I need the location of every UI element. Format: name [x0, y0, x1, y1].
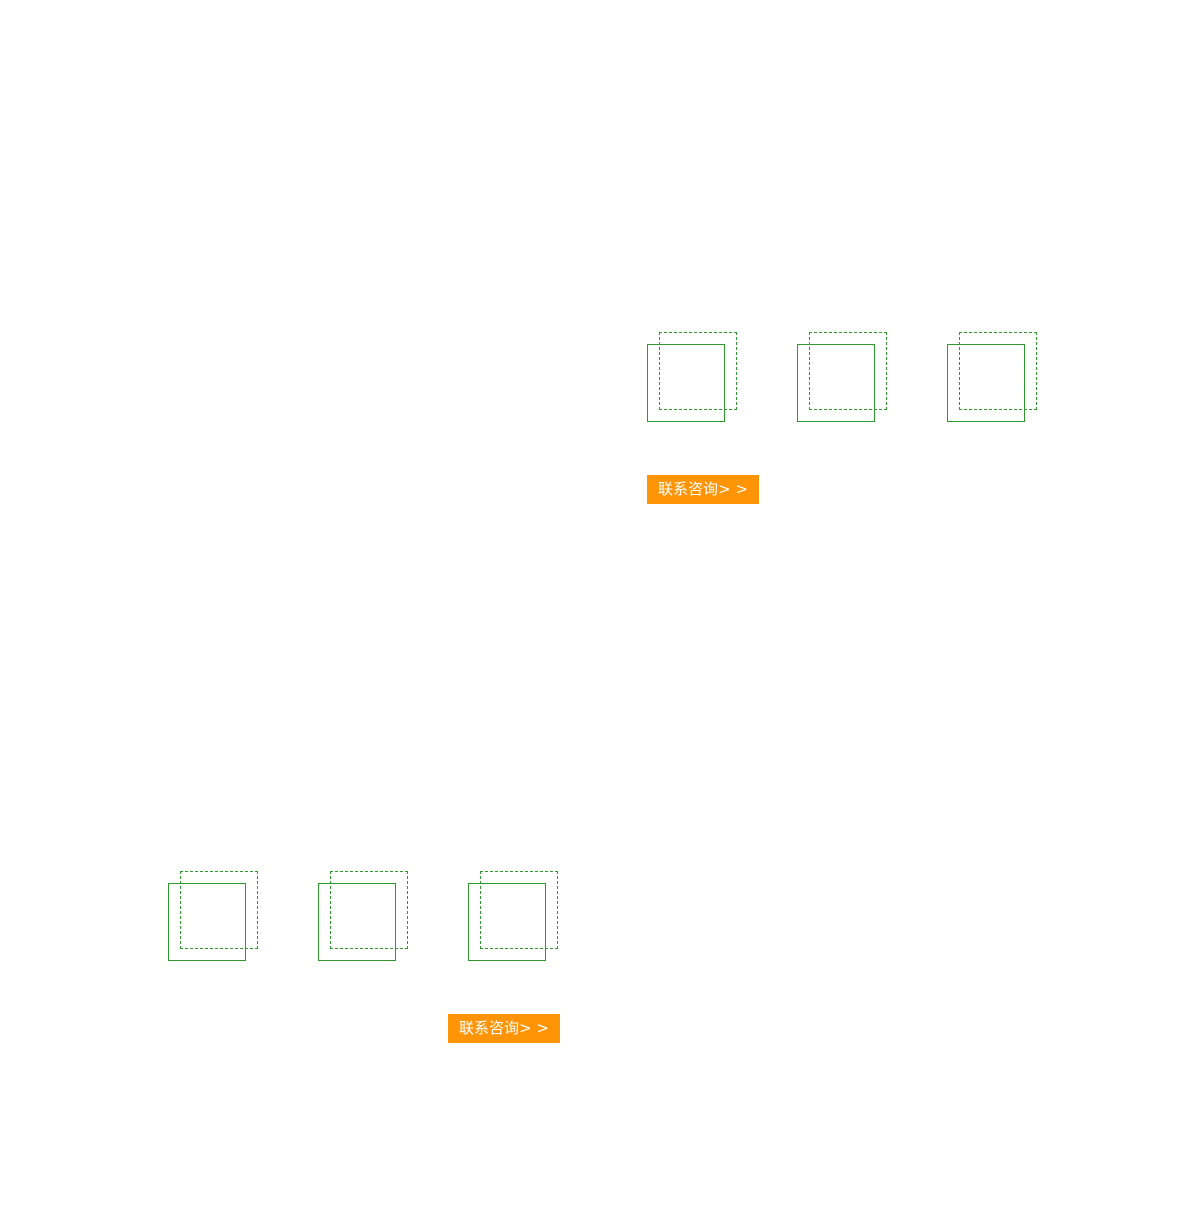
dashed-square-shape [330, 871, 408, 949]
solid-square-shape [797, 344, 875, 422]
outline-square-icon [797, 332, 889, 424]
outline-square-icon [318, 871, 410, 963]
dashed-square-shape [809, 332, 887, 410]
solid-square-shape [468, 883, 546, 961]
solid-square-shape [318, 883, 396, 961]
dashed-square-shape [480, 871, 558, 949]
solid-square-shape [947, 344, 1025, 422]
outline-square-icon [468, 871, 560, 963]
outline-square-icon [947, 332, 1039, 424]
contact-consult-button[interactable]: 联系咨询> > [448, 1014, 560, 1043]
dashed-square-shape [959, 332, 1037, 410]
solid-square-shape [647, 344, 725, 422]
solid-square-shape [168, 883, 246, 961]
outline-square-icon [168, 871, 260, 963]
dashed-square-shape [659, 332, 737, 410]
product-section-1: 联系咨询> > [0, 0, 1200, 560]
dashed-square-shape [180, 871, 258, 949]
contact-consult-button[interactable]: 联系咨询> > [647, 475, 759, 504]
product-section-2: 联系咨询> > [0, 560, 1200, 1205]
outline-square-icon [647, 332, 739, 424]
